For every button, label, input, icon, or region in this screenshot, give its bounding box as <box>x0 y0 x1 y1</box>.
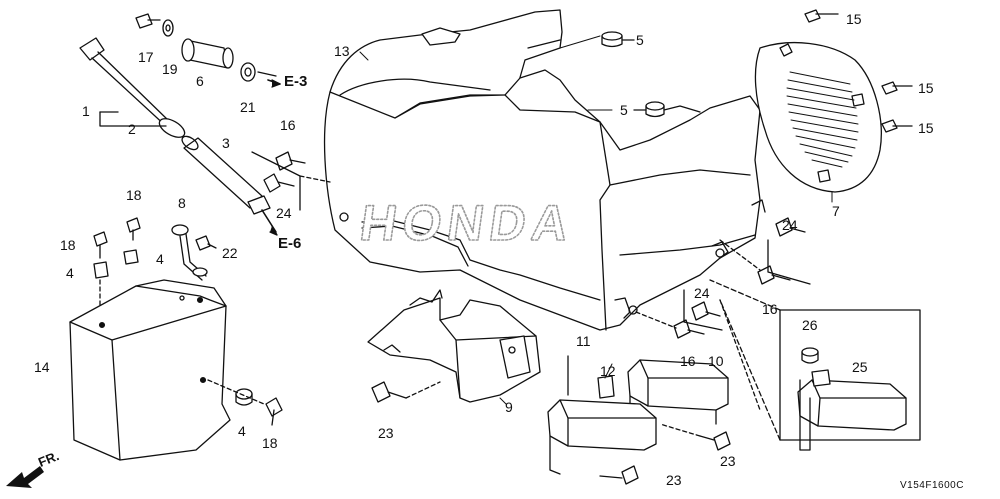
tank-cover-14 <box>69 279 231 461</box>
label-part-15-a: 15 <box>846 11 862 27</box>
grommet-5-mid <box>633 101 701 118</box>
label-part-10: 10 <box>708 353 724 369</box>
block-12 <box>597 375 615 399</box>
collar-6 <box>181 38 234 69</box>
label-part-24-b: 24 <box>782 217 798 233</box>
label-part-15-b: 15 <box>918 80 934 96</box>
washer-19 <box>162 19 174 37</box>
honda-brand-logo: HONDA <box>357 195 578 251</box>
label-part-17: 17 <box>138 49 154 65</box>
bolt-17 <box>135 13 161 29</box>
label-part-15-c: 15 <box>918 120 934 136</box>
label-part-26: 26 <box>802 317 818 333</box>
nut-4-b <box>93 261 109 279</box>
label-part-18-b: 18 <box>60 237 76 253</box>
ref-e6: E-6 <box>278 235 302 252</box>
label-part-23-c: 23 <box>720 453 736 469</box>
bolt-23-right <box>599 465 639 485</box>
stay-8 <box>171 224 208 281</box>
label-part-25: 25 <box>852 359 868 375</box>
drawing-code: V154F1600C <box>900 480 964 491</box>
label-part-3: 3 <box>222 135 230 151</box>
bolt-24-right-a <box>775 217 806 237</box>
bolt-18-c <box>265 397 283 426</box>
label-part-18-c: 18 <box>262 435 278 451</box>
label-part-7: 7 <box>832 203 840 219</box>
label-part-12: 12 <box>600 363 616 379</box>
bolt-15-top <box>804 9 839 23</box>
label-part-4-c: 4 <box>238 423 246 439</box>
label-part-14: 14 <box>34 359 50 375</box>
bolt-22 <box>195 235 217 251</box>
bolt-18-a <box>126 217 141 241</box>
label-part-21: 21 <box>240 99 256 115</box>
bolt-24-left <box>263 173 295 193</box>
bolt-24-right-b <box>691 301 721 321</box>
engine-cover <box>323 9 766 331</box>
handle-11 <box>547 399 657 475</box>
label-part-2: 2 <box>128 121 136 137</box>
bolt-23-mid <box>371 381 407 403</box>
label-part-24-c: 24 <box>694 285 710 301</box>
label-part-6: 6 <box>196 73 204 89</box>
bolt-16-right-a <box>757 265 791 285</box>
bracket-9 <box>367 289 541 403</box>
grommet-4-low <box>235 388 253 406</box>
label-part-8: 8 <box>178 195 186 211</box>
leader-lines <box>359 35 833 405</box>
label-part-5-b: 5 <box>620 102 628 118</box>
label-part-13: 13 <box>334 43 350 59</box>
label-part-23-b: 23 <box>666 472 682 488</box>
bolt-18-b <box>93 231 108 259</box>
bolt-15-low <box>881 119 913 133</box>
label-part-11: 11 <box>576 333 591 349</box>
bolt-16-right-b <box>673 319 705 339</box>
label-part-1: 1 <box>82 103 90 119</box>
label-part-18-a: 18 <box>126 187 142 203</box>
ref-e3: E-3 <box>284 73 308 90</box>
label-part-23-a: 23 <box>378 425 394 441</box>
inset-box <box>709 279 921 451</box>
label-part-4-a: 4 <box>66 265 74 281</box>
handle-10 <box>627 359 729 435</box>
front-arrow-icon <box>6 466 44 488</box>
label-part-19: 19 <box>162 61 178 77</box>
label-part-16-b: 16 <box>762 301 778 317</box>
label-part-16-c: 16 <box>680 353 696 369</box>
bolt-16-left <box>275 151 306 171</box>
side-louvre-panel <box>754 41 882 193</box>
label-part-24-a: 24 <box>276 205 292 221</box>
dipstick-assembly <box>79 37 271 215</box>
bolt-15-mid <box>881 81 913 95</box>
bolt-23-low <box>699 431 731 451</box>
label-part-9: 9 <box>505 399 513 415</box>
grommet-5-top <box>601 31 635 48</box>
label-part-5-a: 5 <box>636 32 644 48</box>
nut-4-a <box>123 249 139 265</box>
label-part-4-b: 4 <box>156 251 164 267</box>
label-part-22: 22 <box>222 245 238 261</box>
label-part-16-a: 16 <box>280 117 296 133</box>
washer-21 <box>240 62 256 82</box>
